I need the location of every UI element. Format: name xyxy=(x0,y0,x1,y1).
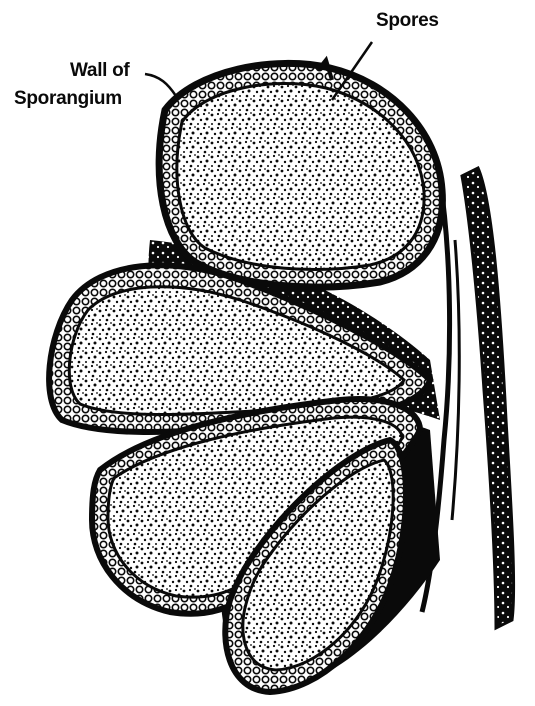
spores-label: Spores xyxy=(376,10,439,32)
sporangium-top xyxy=(159,60,442,287)
wall-leader-line xyxy=(145,74,176,96)
wall-of-sporangium-label-line2: Sporangium xyxy=(14,88,122,110)
wall-of-sporangium-label-line1: Wall of xyxy=(70,60,129,82)
